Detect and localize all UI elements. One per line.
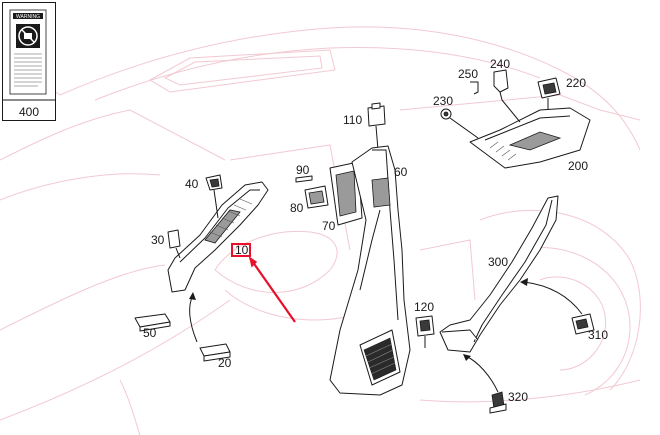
part-20-pad: 20 [189, 292, 232, 370]
part-230-clip: 230 [433, 94, 479, 139]
part-310-bracket: 310 [520, 278, 608, 342]
callout-60: 60 [394, 165, 408, 179]
callout-40: 40 [185, 177, 199, 191]
callout-90: 90 [296, 163, 310, 177]
callout-310: 310 [588, 328, 608, 342]
speaker-grille [363, 337, 397, 381]
part-80-bracket: 80 [290, 185, 329, 215]
callout-300: 300 [488, 255, 508, 269]
warning-sticker [9, 9, 47, 95]
callout-20: 20 [218, 356, 232, 370]
callout-80: 80 [290, 201, 304, 215]
callout-320: 320 [508, 390, 528, 404]
part-50-pad: 50 [134, 313, 171, 340]
rear-side-trim: 300 [439, 195, 559, 353]
callout-70: 70 [322, 219, 336, 233]
callout-200: 200 [568, 159, 588, 173]
callout-230: 230 [433, 94, 453, 108]
highlight-arrow [249, 257, 296, 323]
callout-220: 220 [566, 76, 586, 90]
callout-250: 250 [458, 67, 478, 81]
highlight-box [231, 243, 251, 257]
callout-400: 400 [19, 105, 39, 119]
part-40-clip: 40 [185, 174, 223, 219]
callout-30: 30 [151, 233, 165, 247]
a-pillar-trim: 10 [167, 181, 296, 323]
part-30-clip: 30 [151, 229, 181, 259]
part-320-cap: 320 [463, 354, 528, 414]
warning-sticker-heading-bar [13, 13, 43, 19]
part-110-clip: 110 [343, 102, 386, 151]
car-body-outline [0, 26, 641, 435]
part-240-bracket: 240 [490, 57, 521, 123]
callout-50: 50 [143, 326, 157, 340]
part-120-clip: 120 [414, 300, 435, 348]
warning-sticker-heading: WARNING [16, 14, 40, 20]
part-70-handle: 70 [322, 161, 363, 233]
callout-110: 110 [343, 113, 362, 127]
part-90-screw: 90 [295, 163, 313, 183]
warning-text-lines [14, 53, 42, 87]
callout-240: 240 [490, 57, 510, 71]
callout-10: 10 [235, 243, 249, 257]
callout-120: 120 [414, 300, 434, 314]
part-250-hook: 250 [458, 67, 479, 95]
c-pillar-upper-trim: 200 [469, 107, 591, 173]
b-pillar-trim: 60 [329, 145, 411, 396]
part-220-block: 220 [537, 76, 586, 110]
warning-label-panel: WARNING 400 [2, 2, 56, 121]
